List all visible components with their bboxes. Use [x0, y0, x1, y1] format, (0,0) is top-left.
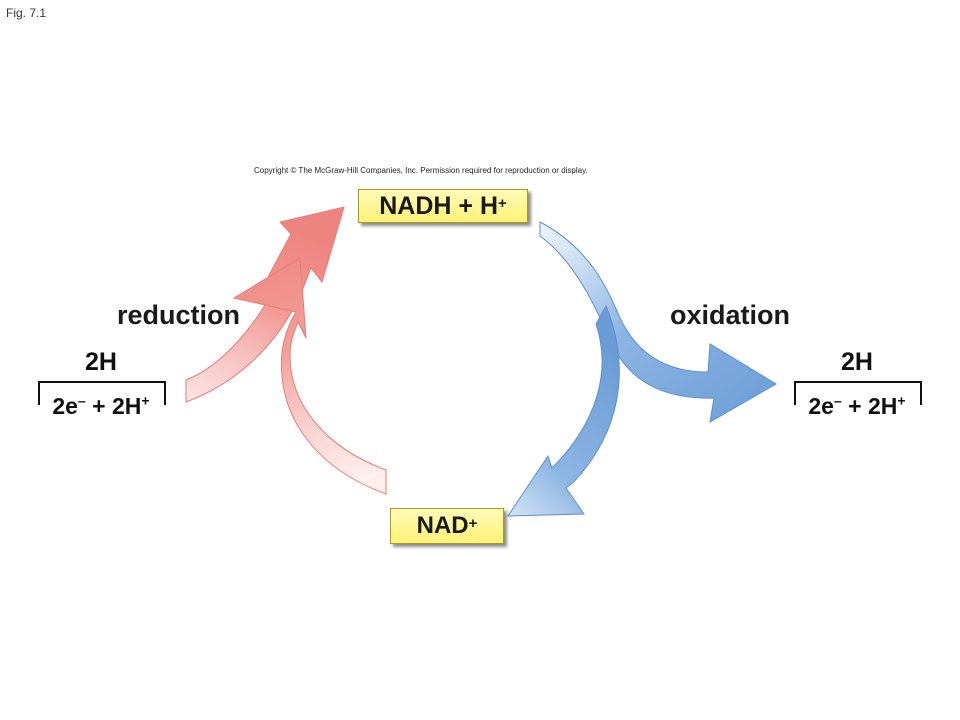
right-electrons-charge: – — [833, 392, 842, 409]
right-hydrogen-group: 2H 2e– + 2H+ — [792, 348, 922, 428]
left-protons: + 2H — [85, 393, 142, 419]
reduction-arrow-upper — [185, 206, 345, 403]
left-electrons: 2e — [52, 393, 78, 419]
oxidation-arrow-right — [539, 221, 777, 423]
right-bracket — [794, 381, 922, 405]
nad-box: NAD+ — [390, 508, 504, 544]
reduction-arrow-lower — [232, 257, 387, 495]
left-electrons-protons: 2e– + 2H+ — [36, 393, 166, 420]
left-protons-charge: + — [141, 392, 150, 409]
right-2h-label: 2H — [841, 348, 873, 376]
oxidation-label: oxidation — [670, 300, 790, 330]
figure-label: Fig. 7.1 — [6, 6, 47, 20]
right-protons-charge: + — [897, 392, 906, 409]
left-bracket — [38, 381, 166, 405]
nadh-text: NADH + H — [379, 191, 498, 220]
right-electrons-protons: 2e– + 2H+ — [792, 393, 922, 420]
right-protons: + 2H — [841, 393, 898, 419]
right-electrons: 2e — [808, 393, 834, 419]
left-2h-label: 2H — [85, 348, 117, 376]
oxidation-arrow-lower — [507, 304, 620, 517]
reduction-label: reduction — [117, 300, 241, 330]
nad-text: NAD — [416, 512, 469, 539]
left-hydrogen-group: 2H 2e– + 2H+ — [36, 348, 166, 428]
left-electrons-charge: – — [77, 392, 86, 409]
nadh-box: NADH + H+ — [358, 189, 528, 223]
copyright-notice: Copyright © The McGraw-Hill Companies, I… — [254, 166, 588, 175]
